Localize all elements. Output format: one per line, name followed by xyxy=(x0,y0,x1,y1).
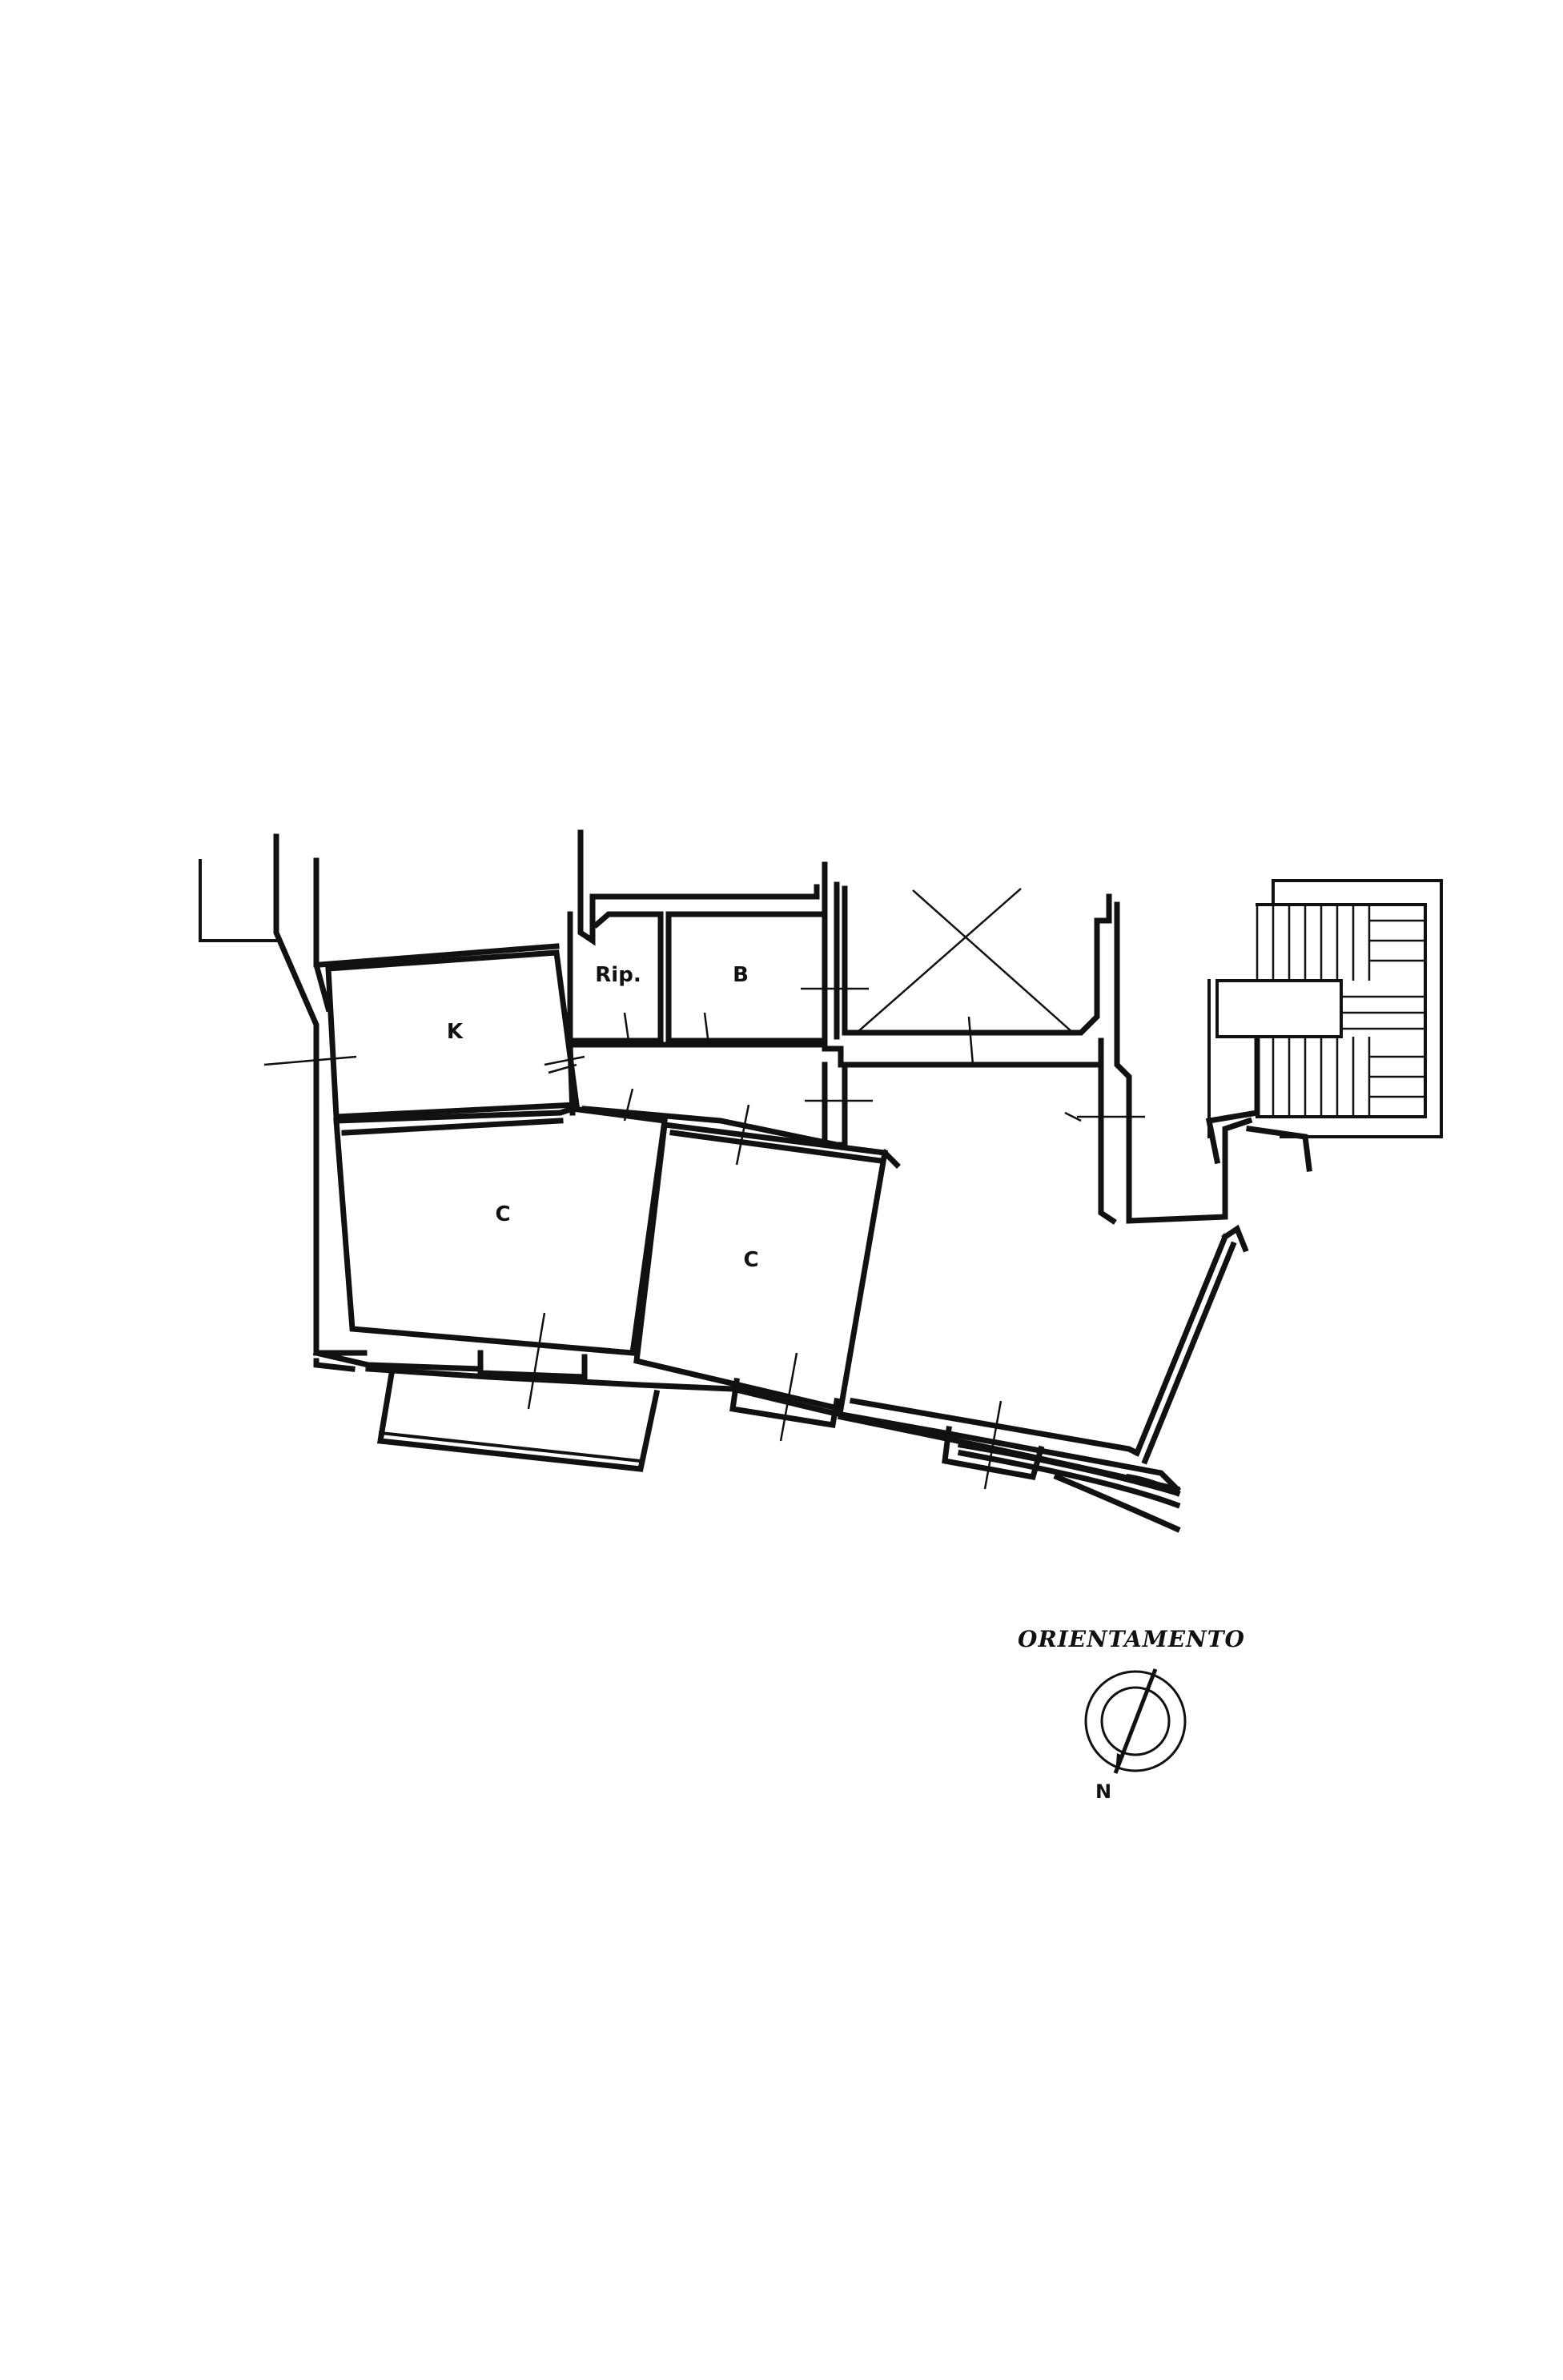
room-label-storage: Rip. xyxy=(595,963,641,987)
north-label: N xyxy=(1095,1780,1111,1803)
room-label-bath: B xyxy=(733,963,749,987)
north-arrow-icon xyxy=(1115,1753,1124,1773)
compass-outer-ring xyxy=(1084,1670,1187,1772)
walls xyxy=(199,829,1312,1533)
room-label-bedroom-right: C xyxy=(743,1248,758,1272)
staircase xyxy=(1207,879,1443,1138)
room-label-bedroom-left: C xyxy=(495,1202,510,1226)
room-label-kitchen: K xyxy=(447,1020,464,1044)
room-labels: K Rip. B C C xyxy=(447,963,759,1272)
compass-inner-ring xyxy=(1100,1686,1171,1756)
orientation-title: ORIENTAMENTO xyxy=(1018,1626,1245,1652)
shaft-cross xyxy=(856,888,1074,1033)
door-marks xyxy=(263,987,1145,1490)
orientation-compass: ORIENTAMENTO N xyxy=(1018,1626,1245,1803)
